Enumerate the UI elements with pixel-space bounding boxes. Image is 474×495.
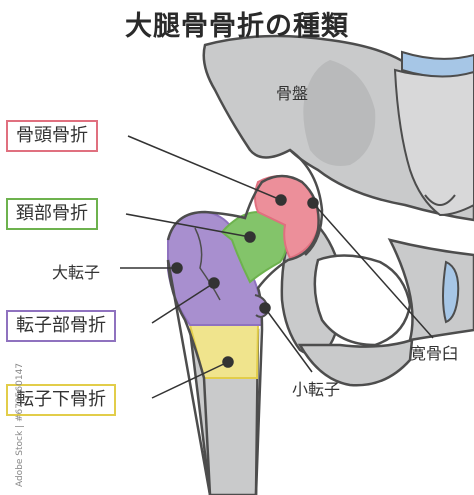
pelvis-inner-shade [303,60,376,166]
dot-trochanteric [208,277,220,289]
leader-acetabulum [312,202,434,339]
pubic-symphysis [442,260,460,324]
ischium-lower [297,338,414,387]
label-acetabulum: 寛骨臼 [410,344,459,363]
label-subtrochanteric-fracture: 転子下骨折 [6,384,116,416]
dot-neck [244,231,256,243]
neck-region [220,210,288,284]
page-title: 大腿骨骨折の種類 [125,11,349,42]
label-greater-trochanter: 大転子 [52,263,101,282]
dot-greater-trochanter [171,262,183,274]
dot-subtrochanteric [222,356,234,368]
leader-neck [125,213,251,238]
label-femoral-neck-fracture: 頚部骨折 [6,198,98,230]
acetabulum-rim [289,148,324,256]
leader-subtrochanteric [151,361,229,399]
stock-credit: Adobe Stock | #673560147 [15,362,26,488]
label-femoral-head-fracture: 骨頭骨折 [6,120,98,152]
leader-head [127,135,282,201]
obturator-foramen [313,254,412,347]
dot-lesser-trochanter [259,302,271,314]
greater-trochanter-detail [194,227,221,301]
label-pelvis: 骨盤 [276,84,309,103]
leader-trochanteric [151,282,215,324]
leader-lesser-trochanter [264,307,313,373]
dot-acetabulum [307,197,319,209]
coccyx [424,194,456,206]
dot-head [275,194,287,206]
femur-outline [166,174,320,495]
spine-disc [401,50,474,78]
label-lesser-trochanter: 小転子 [292,380,341,399]
label-trochanteric-fracture: 転子部骨折 [6,310,116,342]
